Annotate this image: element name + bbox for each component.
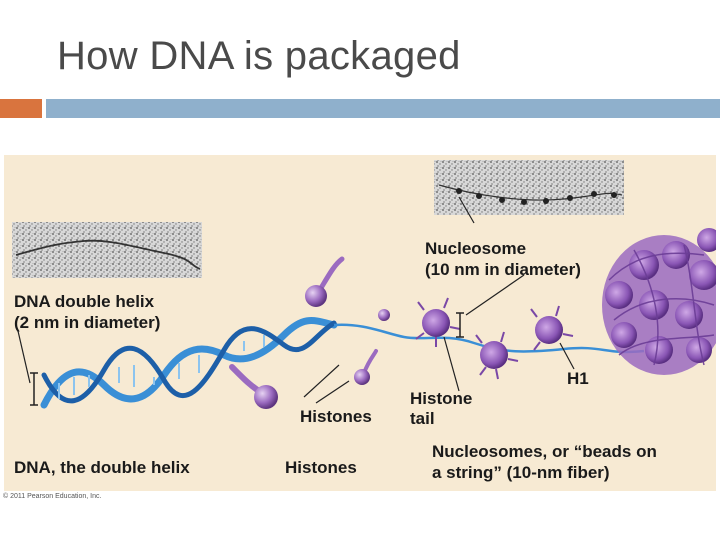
- dna-micrograph: [12, 222, 202, 278]
- label-nucleosome-size: (10 nm in diameter): [425, 260, 581, 279]
- copyright-notice: © 2011 Pearson Education, Inc.: [3, 493, 102, 500]
- accent-bar-orange: [0, 99, 42, 118]
- caption-histones: Histones: [285, 458, 357, 477]
- histone-ball-1: [305, 256, 345, 307]
- label-nucleosome: Nucleosome: [425, 239, 527, 258]
- slide-title: How DNA is packaged: [57, 34, 461, 78]
- label-dna-size: (2 nm in diameter): [14, 313, 161, 332]
- label-histones: Histones: [300, 407, 372, 426]
- accent-bar-blue: [46, 99, 720, 118]
- figure-artwork: [12, 160, 716, 409]
- nucleosome-bead-3: [530, 305, 574, 351]
- caption-beads-2: a string” (10-nm fiber): [432, 463, 610, 482]
- dna-double-helix: [30, 317, 645, 409]
- label-histone-tail: Histone: [410, 389, 473, 408]
- histone-ball-4: [354, 349, 378, 385]
- nucleosome-bead-2: [475, 331, 519, 380]
- nucleosome-bead-1: [415, 297, 461, 347]
- leader-lines: [17, 196, 575, 404]
- dna-packaging-figure: Nucleosome (10 nm in diameter) DNA doubl…: [4, 155, 716, 491]
- label-histone-tail-2: tail: [410, 409, 435, 428]
- caption-beads: Nucleosomes, or “beads on: [432, 442, 657, 461]
- histone-ball-2: [378, 309, 390, 321]
- label-h1: H1: [567, 369, 589, 388]
- caption-dna: DNA, the double helix: [14, 458, 190, 477]
- nucleosome-micrograph: [434, 160, 624, 215]
- label-dna-double-helix: DNA double helix: [14, 292, 155, 311]
- histone-ball-3: [229, 364, 278, 409]
- chromatin-fiber-mass: [602, 228, 716, 375]
